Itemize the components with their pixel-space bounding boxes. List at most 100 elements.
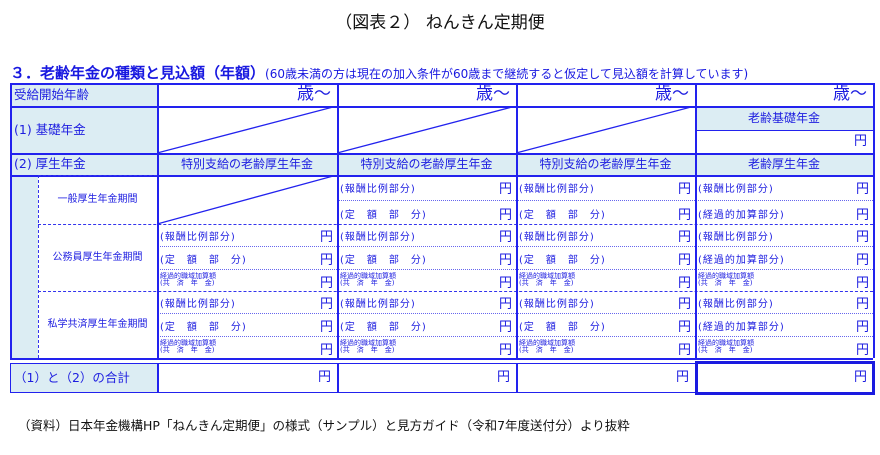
item-label: (定 額 部 分) <box>340 322 427 334</box>
slash-cell <box>156 174 338 225</box>
item-label: (経過的加算部分) <box>698 209 785 221</box>
item-label-sub: (共 済 年 金) <box>340 345 395 354</box>
v-line <box>337 83 339 358</box>
divider <box>695 130 873 131</box>
amount-row: (定 額 部 分)円 <box>157 246 337 268</box>
amount-unit: 円 <box>677 253 691 269</box>
item-label: 経過的職域加算額(共 済 年 金) <box>160 338 216 354</box>
amount-unit: 円 <box>498 207 512 223</box>
kosei-header: 老齢厚生年金 <box>747 157 820 171</box>
amount-row: (経過的加算部分) 円 <box>695 246 873 268</box>
amount-unit: 円 <box>677 275 691 291</box>
v-line <box>337 363 339 393</box>
v-line <box>695 83 697 358</box>
item-label: (報酬比例部分) <box>160 232 236 244</box>
amount-row: (定 額 部 分)円 <box>337 246 516 268</box>
amount-row: (報酬比例部分)円 <box>516 291 695 313</box>
item-label: (報酬比例部分) <box>340 299 416 311</box>
amount-unit: 円 <box>855 297 869 313</box>
amount-unit: 円 <box>855 182 869 198</box>
age-input: 歳～ <box>655 84 689 104</box>
amount-row: 経過的職域加算額(共 済 年 金) 円 <box>157 268 337 291</box>
amount-unit: 円 <box>319 320 333 336</box>
item-label: (報酬比例部分) <box>519 184 595 196</box>
item-label: (定 額 部 分) <box>340 255 427 267</box>
item-label: (報酬比例部分) <box>698 299 774 311</box>
item-label-sub: (共 済 年 金) <box>698 345 753 354</box>
item-label: 経過的職域加算額(共 済 年 金) <box>698 272 754 287</box>
item-label-main: 経過的職域加算額 <box>340 271 396 280</box>
amount-unit: 円 <box>498 297 512 313</box>
row-label-start_age: 受給開始年齢 <box>14 87 90 102</box>
item-label: (定 額 部 分) <box>160 322 247 334</box>
item-label: (報酬比例部分) <box>519 232 595 244</box>
item-label: 経過的職域加算額(共 済 年 金) <box>519 271 575 287</box>
amount-row: (報酬比例部分) 円 <box>516 224 695 246</box>
amount-row: 経過的職域加算額(共 済 年 金)円 <box>695 335 873 358</box>
v-line <box>516 363 518 393</box>
h-line <box>10 153 873 155</box>
item-label-main: 経過的職域加算額 <box>698 338 754 347</box>
section-heading: ３．老齢年金の種類と見込額（年額） <box>10 64 266 82</box>
h-line <box>10 175 873 177</box>
v-line <box>873 83 875 358</box>
dashed-divider <box>38 175 157 176</box>
v-line <box>157 363 159 393</box>
amount-unit: 円 <box>319 230 333 246</box>
item-label: (報酬比例部分) <box>698 232 774 244</box>
v-line <box>157 83 159 358</box>
item-label: (報酬比例部分) <box>160 299 236 311</box>
item-label: (経過的加算部分) <box>698 322 785 334</box>
kosei-header: 特別支給の老齢厚生年金 <box>180 157 313 171</box>
amount-unit: 円 <box>319 342 333 358</box>
h-line <box>10 106 873 108</box>
v-line <box>10 83 12 358</box>
item-label-main: 経過的職域加算額 <box>519 338 575 347</box>
total-amount: 円 <box>853 370 867 385</box>
amount-row: (報酬比例部分)円 <box>337 175 516 200</box>
item-label: (定 額 部 分) <box>160 255 247 267</box>
amount-unit: 円 <box>498 182 512 198</box>
h-line <box>10 83 873 85</box>
item-label-main: 経過的職域加算額 <box>160 271 216 280</box>
amount-row: 経過的職域加算額(共 済 年 金)円 <box>337 335 516 358</box>
amount-row: (報酬比例部分)円 <box>695 224 873 246</box>
source-note: （資料）日本年金機構HP「ねんきん定期便」の様式（サンプル）と見方ガイド（令和7… <box>18 418 630 433</box>
item-label-sub: (共 済 年 金) <box>519 345 574 354</box>
amount-unit: 円 <box>677 182 691 198</box>
item-label-main: 経過的職域加算額 <box>519 271 575 280</box>
dashed-divider <box>38 224 873 225</box>
label-total-bg <box>10 363 157 393</box>
slash-cell <box>156 105 338 154</box>
item-label: (経過的加算部分) <box>698 255 785 267</box>
item-label-main: 経過的職域加算額 <box>340 338 396 347</box>
amount-unit: 円 <box>319 275 333 291</box>
row-label-ippan: 一般厚生年金期間 <box>57 194 138 205</box>
item-label: (報酬比例部分) <box>340 232 416 244</box>
total-amount: 円 <box>317 370 331 385</box>
kosei-header-bg <box>157 153 337 175</box>
item-label-sub: (共 済 年 金) <box>160 278 215 287</box>
item-label-main: 経過的職域加算額 <box>160 338 216 347</box>
row-label-komuin: 公務員厚生年金期間 <box>52 252 143 263</box>
total-amount: 円 <box>496 370 510 385</box>
amount-row: 経過的職域加算額(共 済 年 金)円 <box>695 268 873 291</box>
amount-unit: 円 <box>677 230 691 246</box>
kosei-header-bg <box>695 153 873 175</box>
kiso-header-bg <box>695 106 873 130</box>
amount-row: (経過的加算部分)円 <box>695 199 873 225</box>
amount-row: (報酬比例部分) 円 <box>695 291 873 313</box>
figure-title: （図表２） ねんきん定期便 <box>335 13 545 33</box>
amount-row: (定 額 部 分)円 <box>337 199 516 225</box>
kiso-amount: 円 <box>853 134 867 149</box>
amount-row: (定 額 部 分)円 <box>516 313 695 335</box>
item-label-sub: (共 済 年 金) <box>340 278 395 287</box>
amount-row: (定 額 部 分)円 <box>516 246 695 268</box>
section-title: ３．老齢年金の種類と見込額（年額）(60歳未満の方は現在の加入条件が60歳まで継… <box>10 62 748 83</box>
highlight-total <box>695 361 875 395</box>
amount-unit: 円 <box>855 253 869 269</box>
row-label-shigaku: 私学共済厚生年金期間 <box>47 319 148 330</box>
item-label: (報酬比例部分) <box>519 299 595 311</box>
v-line <box>516 83 518 358</box>
item-label: (定 額 部 分) <box>519 322 606 334</box>
